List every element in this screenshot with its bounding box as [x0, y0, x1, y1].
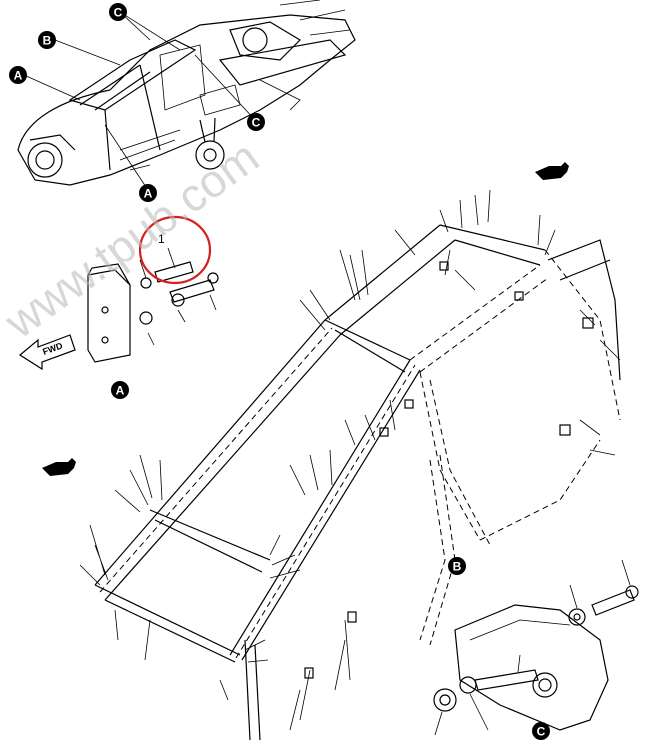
detail-b-canopy-frame: B: [79, 189, 621, 741]
detail-a-bracket: 1 A: [87, 215, 219, 399]
callout-a-label: A: [144, 187, 153, 201]
pointer-hand-icon: [535, 162, 569, 180]
detail-c-fitting: C: [433, 559, 639, 740]
callout-c-label: C: [114, 6, 123, 20]
callout-c-label: C: [252, 116, 261, 130]
item-highlight-circle: [138, 215, 212, 285]
callout-b-label: B: [43, 34, 52, 48]
item-number-label: 1: [158, 232, 165, 246]
callout-b-label: B: [453, 560, 462, 574]
callout-a-label: A: [14, 69, 23, 83]
callout-a-label: A: [116, 384, 125, 398]
fwd-label: FWD: [41, 340, 64, 357]
watermark-text: www.tpub.com: [0, 130, 268, 348]
callout-c-label: C: [537, 725, 546, 739]
pointer-hand-icon: [42, 458, 76, 476]
helicopter-overview: A B C C A: [9, 0, 356, 202]
